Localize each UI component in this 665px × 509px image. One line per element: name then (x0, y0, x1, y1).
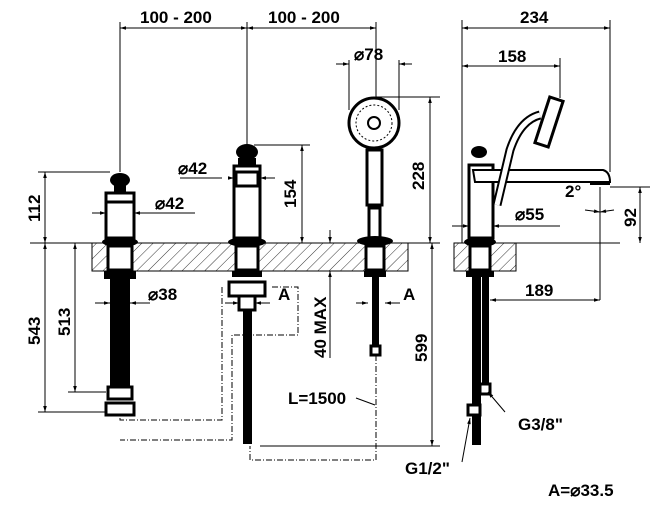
label-left-valve-diameter: ⌀42 (155, 194, 184, 213)
label-total-depth: 234 (520, 8, 549, 27)
label-spacing-left: 100 - 200 (140, 8, 212, 27)
label-spout-reach: 189 (525, 281, 553, 300)
label-spout-base-diameter: ⌀55 (515, 205, 544, 224)
label-shower-hose-length: 599 (412, 334, 431, 362)
label-middle-valve-height: 154 (281, 179, 300, 208)
label-thread-small: G3/8" (518, 415, 563, 434)
left-valve (102, 173, 138, 417)
label-thread-large: G1/2" (405, 459, 450, 478)
label-left-valve-height: 112 (25, 195, 44, 222)
label-hole-a-shower: A (403, 285, 415, 304)
dimension-lines (38, 20, 650, 463)
side-view-spout (464, 95, 612, 445)
label-spacing-right: 100 - 200 (268, 8, 340, 27)
label-shower-head-diameter: ⌀78 (354, 45, 383, 64)
label-left-hose-length: 543 (25, 317, 44, 345)
middle-valve (227, 144, 267, 444)
label-middle-valve-diameter: ⌀42 (178, 159, 207, 178)
label-hose-diameter: ⌀38 (148, 285, 177, 304)
dimension-labels: 100 - 200 100 - 200 ⌀78 234 158 ⌀42 ⌀42 … (25, 8, 640, 500)
label-shower-reach: 158 (498, 47, 526, 66)
label-hole-a-middle: A (278, 285, 290, 304)
label-spout-height: 92 (621, 208, 640, 227)
label-hole-note: A=⌀33.5 (548, 481, 614, 500)
label-left-hose-to-nut: 513 (55, 308, 74, 336)
label-shower-height: 228 (409, 162, 428, 190)
hand-shower (347, 96, 401, 357)
label-deck-thickness: 40 MAX (311, 296, 330, 358)
label-shower-hose: L=1500 (288, 389, 346, 408)
label-spout-angle: 2° (565, 182, 581, 201)
